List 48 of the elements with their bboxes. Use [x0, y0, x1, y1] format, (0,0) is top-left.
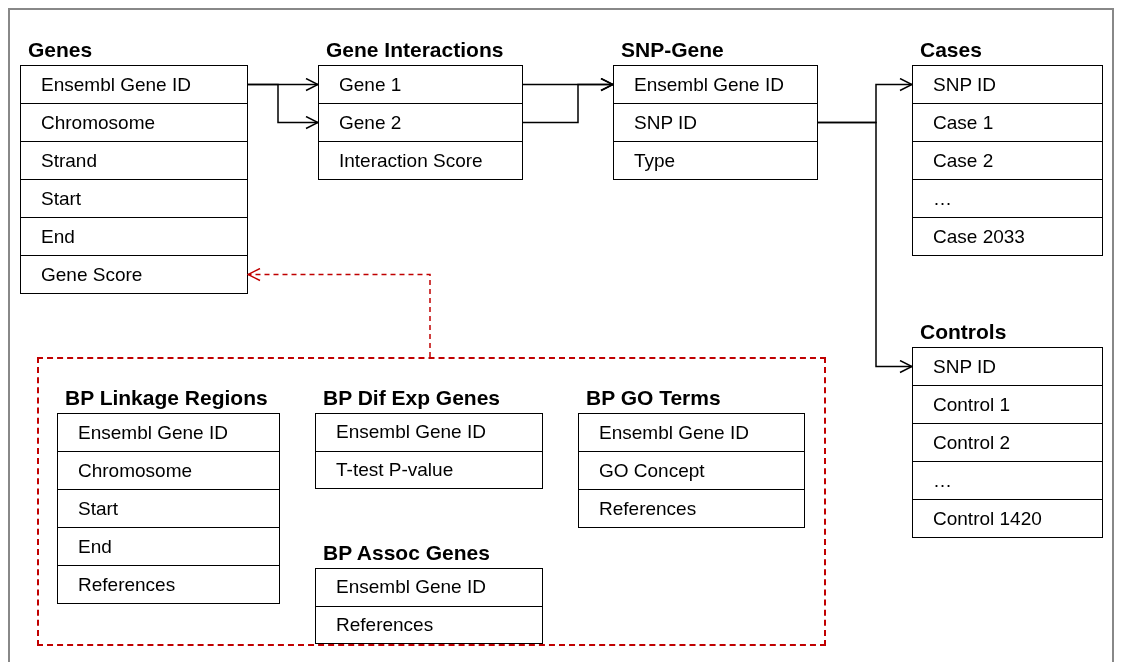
- table-title: BP Dif Exp Genes: [323, 385, 500, 411]
- table-row: References: [578, 489, 805, 528]
- table-row: Ensembl Gene ID: [315, 568, 543, 607]
- table-row: Case 1: [912, 103, 1103, 142]
- table-row: Control 1: [912, 385, 1103, 424]
- table-row: Ensembl Gene ID: [578, 413, 805, 452]
- table-row: Gene Score: [20, 255, 248, 294]
- table-title: Cases: [920, 37, 982, 63]
- table-row: GO Concept: [578, 451, 805, 490]
- arrow: [817, 121, 913, 374]
- table-row: Gene 2: [318, 103, 523, 142]
- table-row: Chromosome: [57, 451, 280, 490]
- table-row: References: [57, 565, 280, 604]
- table-row: Control 1420: [912, 499, 1103, 538]
- arrow: [247, 267, 431, 358]
- table-row: End: [20, 217, 248, 256]
- table-row: Case 2: [912, 141, 1103, 180]
- table-row: Control 2: [912, 423, 1103, 462]
- table-row: SNP ID: [613, 103, 818, 142]
- table-row: Strand: [20, 141, 248, 180]
- table-row: References: [315, 605, 543, 644]
- table-title: Controls: [920, 319, 1007, 345]
- table-row: …: [912, 179, 1103, 218]
- table-row: SNP ID: [912, 65, 1103, 104]
- table-title: Gene Interactions: [326, 37, 504, 63]
- table-row: Chromosome: [20, 103, 248, 142]
- table-row: Start: [20, 179, 248, 218]
- table-title: BP Assoc Genes: [323, 540, 490, 566]
- table-title: Genes: [28, 37, 93, 63]
- arrow: [247, 83, 319, 130]
- dashed-group-box: [37, 357, 826, 646]
- table-row: Start: [57, 489, 280, 528]
- table-title: BP Linkage Regions: [65, 385, 268, 411]
- table-row: T-test P-value: [315, 450, 543, 489]
- table-row: Case 2033: [912, 217, 1103, 256]
- table-row: …: [912, 461, 1103, 500]
- arrow: [522, 77, 614, 124]
- table-row: Interaction Score: [318, 141, 523, 180]
- table-row: Type: [613, 141, 818, 180]
- table-row: Gene 1: [318, 65, 523, 104]
- table-row: Ensembl Gene ID: [20, 65, 248, 104]
- table-row: Ensembl Gene ID: [315, 413, 543, 452]
- table-title: SNP-Gene: [621, 37, 724, 63]
- table-title: BP GO Terms: [586, 385, 721, 411]
- table-row: Ensembl Gene ID: [613, 65, 818, 104]
- table-row: SNP ID: [912, 347, 1103, 386]
- table-row: Ensembl Gene ID: [57, 413, 280, 452]
- table-row: End: [57, 527, 280, 566]
